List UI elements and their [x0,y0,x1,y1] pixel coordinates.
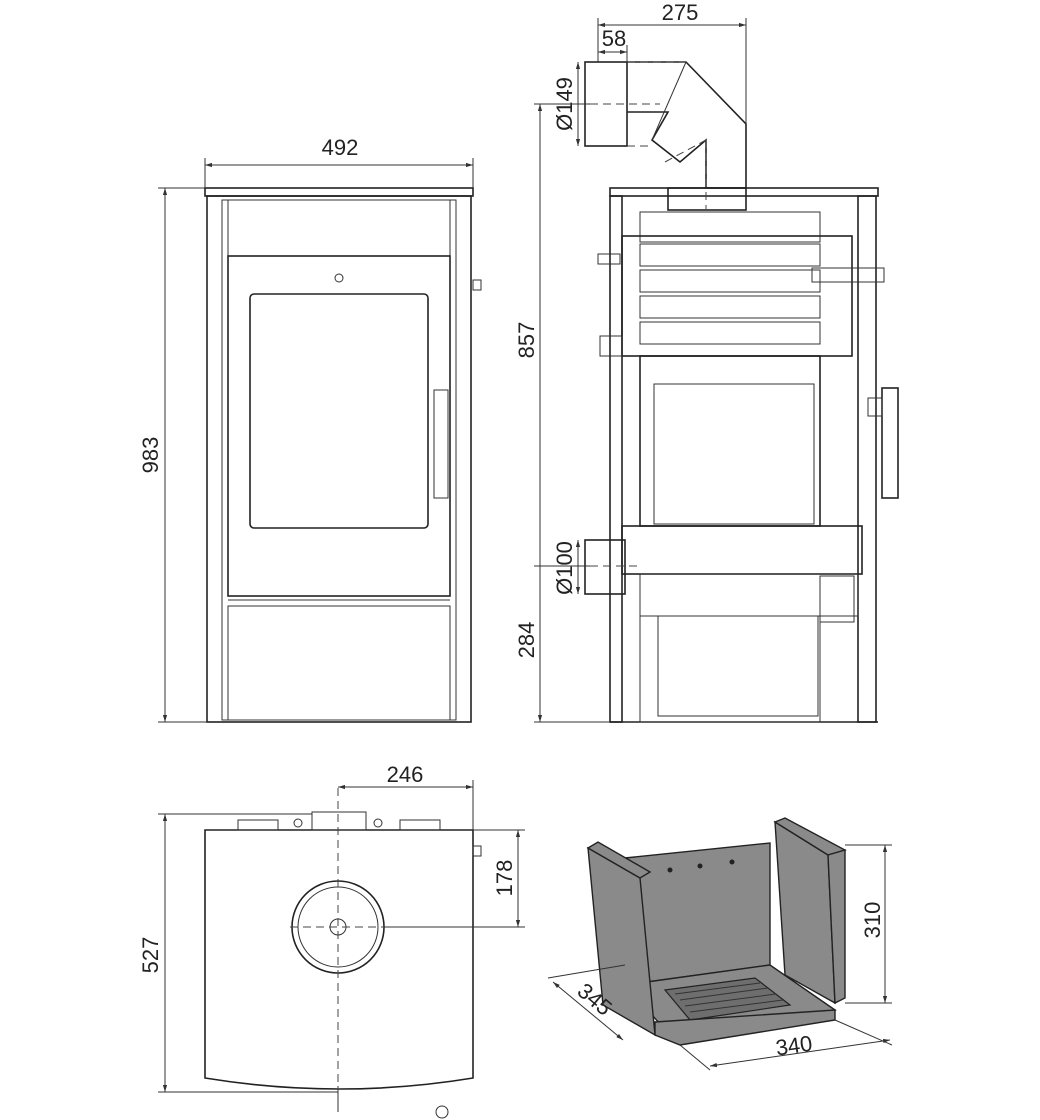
firebox-liner: 310 345 340 [547,817,893,1071]
dim-flue-pipe: 58 [602,26,626,51]
top-view: 246 178 527 [138,762,525,1119]
dim-flue-offset: 275 [662,0,699,25]
dim-top-depth: 527 [138,937,163,974]
front-view: 492 983 [138,135,482,723]
dim-top-flue-depth: 178 [492,860,517,897]
dim-firebox-width: 340 [774,1031,814,1061]
dim-air-diameter: Ø100 [552,541,577,595]
air-inlet [584,539,626,595]
side-view: 275 58 Ø149 857 Ø100 284 [514,0,899,723]
grate [663,977,792,1021]
baffle-plates [639,243,821,345]
dim-flue-height: 857 [514,322,539,359]
dim-front-width: 492 [322,135,359,160]
dim-air-height: 284 [514,622,539,659]
dim-firebox-height: 310 [860,902,885,939]
dim-front-height: 983 [138,437,163,474]
dim-top-flue-offset: 246 [387,762,424,787]
air-control-knob [334,273,344,283]
flue-pipe [584,61,747,189]
door-handle [433,389,449,499]
side-door-handle [881,387,899,499]
